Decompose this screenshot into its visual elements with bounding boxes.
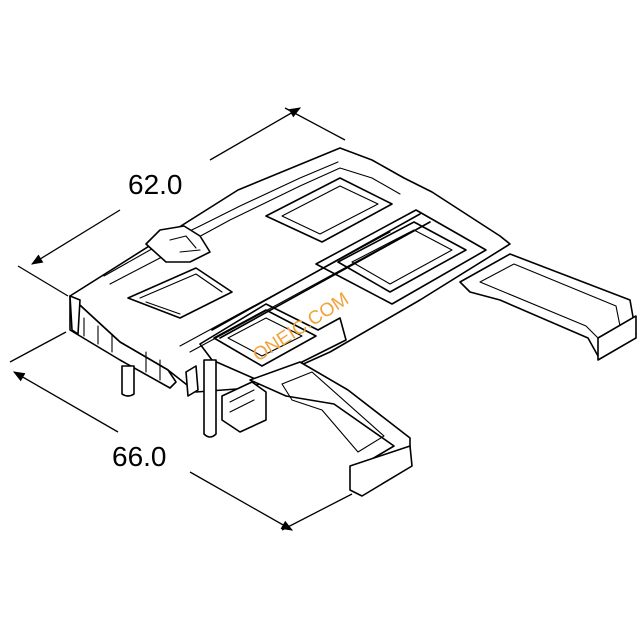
front-clip	[221, 381, 267, 433]
middle-window	[337, 221, 467, 293]
extension-line	[281, 493, 353, 531]
rail-lower	[179, 231, 401, 353]
width-label: 62.0	[128, 169, 183, 200]
front-arm-tip	[349, 445, 413, 497]
left-slot-inner	[139, 273, 223, 315]
front-wall	[69, 295, 177, 389]
pin-bracket	[185, 365, 199, 397]
front-window	[213, 309, 317, 367]
extension-line	[284, 107, 346, 141]
right-arm-tip	[597, 315, 637, 361]
front-wall-steps	[83, 317, 161, 381]
dimension-depth: 66.0	[9, 331, 353, 531]
front-window-inner	[227, 317, 303, 357]
dimension-line	[12, 371, 119, 433]
pin-front	[203, 359, 217, 438]
top-plate	[69, 147, 511, 393]
rear-window	[265, 177, 393, 243]
rear-window-inner	[281, 185, 379, 235]
left-wall	[69, 295, 81, 335]
extension-line	[17, 265, 69, 297]
latch-detail	[169, 235, 201, 253]
back-rim-inner	[109, 167, 401, 285]
pin-left	[121, 365, 135, 397]
latch	[145, 225, 211, 263]
connector-body	[69, 147, 637, 497]
front-clip-detail	[229, 389, 255, 413]
dimension-line	[209, 107, 302, 161]
dimension-width: 62.0	[17, 107, 346, 297]
depth-label: 66.0	[112, 441, 167, 472]
dimension-line	[31, 209, 121, 265]
extension-line	[9, 331, 67, 363]
dimension-line	[189, 471, 294, 531]
middle-window-inner	[351, 229, 453, 285]
front-arm-inner	[281, 371, 385, 453]
back-rim	[103, 161, 339, 277]
